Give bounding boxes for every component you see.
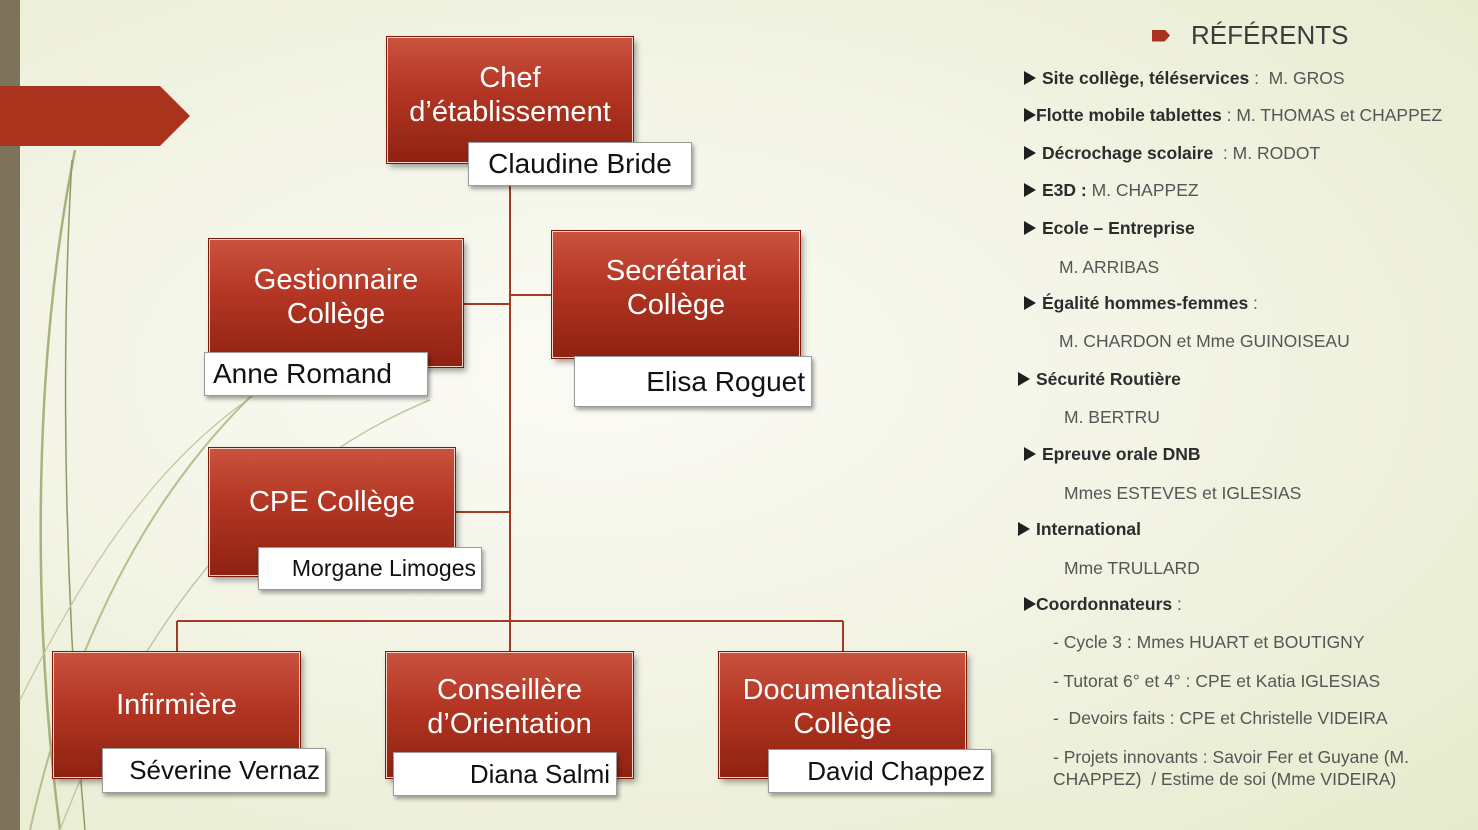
gestionnaire-box: Gestionnaire Collège — [208, 238, 464, 368]
triangle-bullet-icon — [1024, 221, 1036, 235]
referent-value: M. ARRIBAS — [1059, 257, 1160, 277]
referent-value: - Devoirs faits : CPE et Christelle VIDE… — [1053, 708, 1388, 728]
documentaliste-title-line1: Documentaliste — [742, 674, 943, 706]
referent-value: M. BERTRU — [1064, 407, 1160, 427]
referents-heading: RÉFÉRENTS — [1152, 20, 1348, 51]
referent-item: Epreuve orale DNB — [1024, 444, 1201, 465]
referents-title: RÉFÉRENTS — [1191, 20, 1349, 50]
referents-panel: RÉFÉRENTS Site collège, téléservices : M… — [1012, 0, 1478, 830]
triangle-bullet-icon — [1024, 296, 1036, 310]
cpe-title: CPE Collège — [248, 486, 416, 518]
referent-value: - Projets innovants : Savoir Fer et Guya… — [1053, 747, 1414, 789]
triangle-bullet-icon — [1024, 108, 1036, 122]
referent-value: - Cycle 3 : Mmes HUART et BOUTIGNY — [1053, 632, 1365, 652]
conseillere-title-line1: Conseillère — [436, 674, 583, 706]
referent-item: Coordonnateurs : — [1024, 594, 1182, 615]
secretariat-name: Elisa Roguet — [574, 356, 812, 407]
documentaliste-name: David Chappez — [768, 749, 992, 793]
triangle-bullet-icon — [1024, 71, 1036, 85]
referent-value: Mme TRULLARD — [1064, 558, 1200, 578]
org-connectors — [176, 186, 844, 652]
infirmiere-title: Infirmière — [116, 689, 237, 721]
infirmiere-name: Séverine Vernaz — [102, 748, 326, 793]
referent-item: International — [1018, 519, 1141, 540]
cpe-name: Morgane Limoges — [258, 547, 482, 590]
gestionnaire-title-line1: Gestionnaire — [253, 264, 419, 296]
referent-value: - Tutorat 6° et 4° : CPE et Katia IGLESI… — [1053, 671, 1381, 691]
secretariat-title-line1: Secrétariat — [605, 254, 747, 287]
triangle-bullet-icon — [1024, 447, 1036, 461]
referent-item: Décrochage scolaire : M. RODOT — [1024, 143, 1320, 164]
triangle-bullet-icon — [1018, 522, 1030, 536]
gestionnaire-title-line2: Collège — [286, 298, 386, 330]
referent-item: E3D : M. CHAPPEZ — [1024, 180, 1199, 201]
chef-title-line1: Chef — [479, 62, 541, 94]
referent-item: Sécurité Routière — [1018, 369, 1181, 390]
conseillere-name: Diana Salmi — [393, 752, 617, 796]
secretariat-title-line2: Collège — [626, 288, 726, 321]
triangle-bullet-icon — [1024, 183, 1036, 197]
accent-arrow — [0, 86, 190, 146]
secretariat-box: Secrétariat Collège — [551, 230, 801, 359]
sidebar-bar — [0, 0, 20, 830]
referent-item: Égalité hommes-femmes : — [1024, 293, 1258, 314]
referent-value: M. CHARDON et Mme GUINOISEAU — [1059, 331, 1350, 351]
gestionnaire-name: Anne Romand — [204, 352, 428, 396]
chef-name: Claudine Bride — [468, 142, 692, 186]
referent-item: Ecole – Entreprise — [1024, 218, 1195, 239]
triangle-bullet-icon — [1018, 372, 1030, 386]
referent-value: Mmes ESTEVES et IGLESIAS — [1064, 483, 1302, 503]
referent-item: Flotte mobile tablettes : M. THOMAS et C… — [1024, 105, 1442, 126]
triangle-bullet-icon — [1024, 146, 1036, 160]
chef-title-line2: d’établissement — [409, 96, 611, 128]
conseillere-title-line2: d’Orientation — [427, 708, 592, 740]
arrow-bullet-icon — [1152, 29, 1170, 42]
triangle-bullet-icon — [1024, 597, 1036, 611]
referent-item: Site collège, téléservices : M. GROS — [1024, 68, 1345, 89]
documentaliste-title-line2: Collège — [793, 708, 892, 740]
